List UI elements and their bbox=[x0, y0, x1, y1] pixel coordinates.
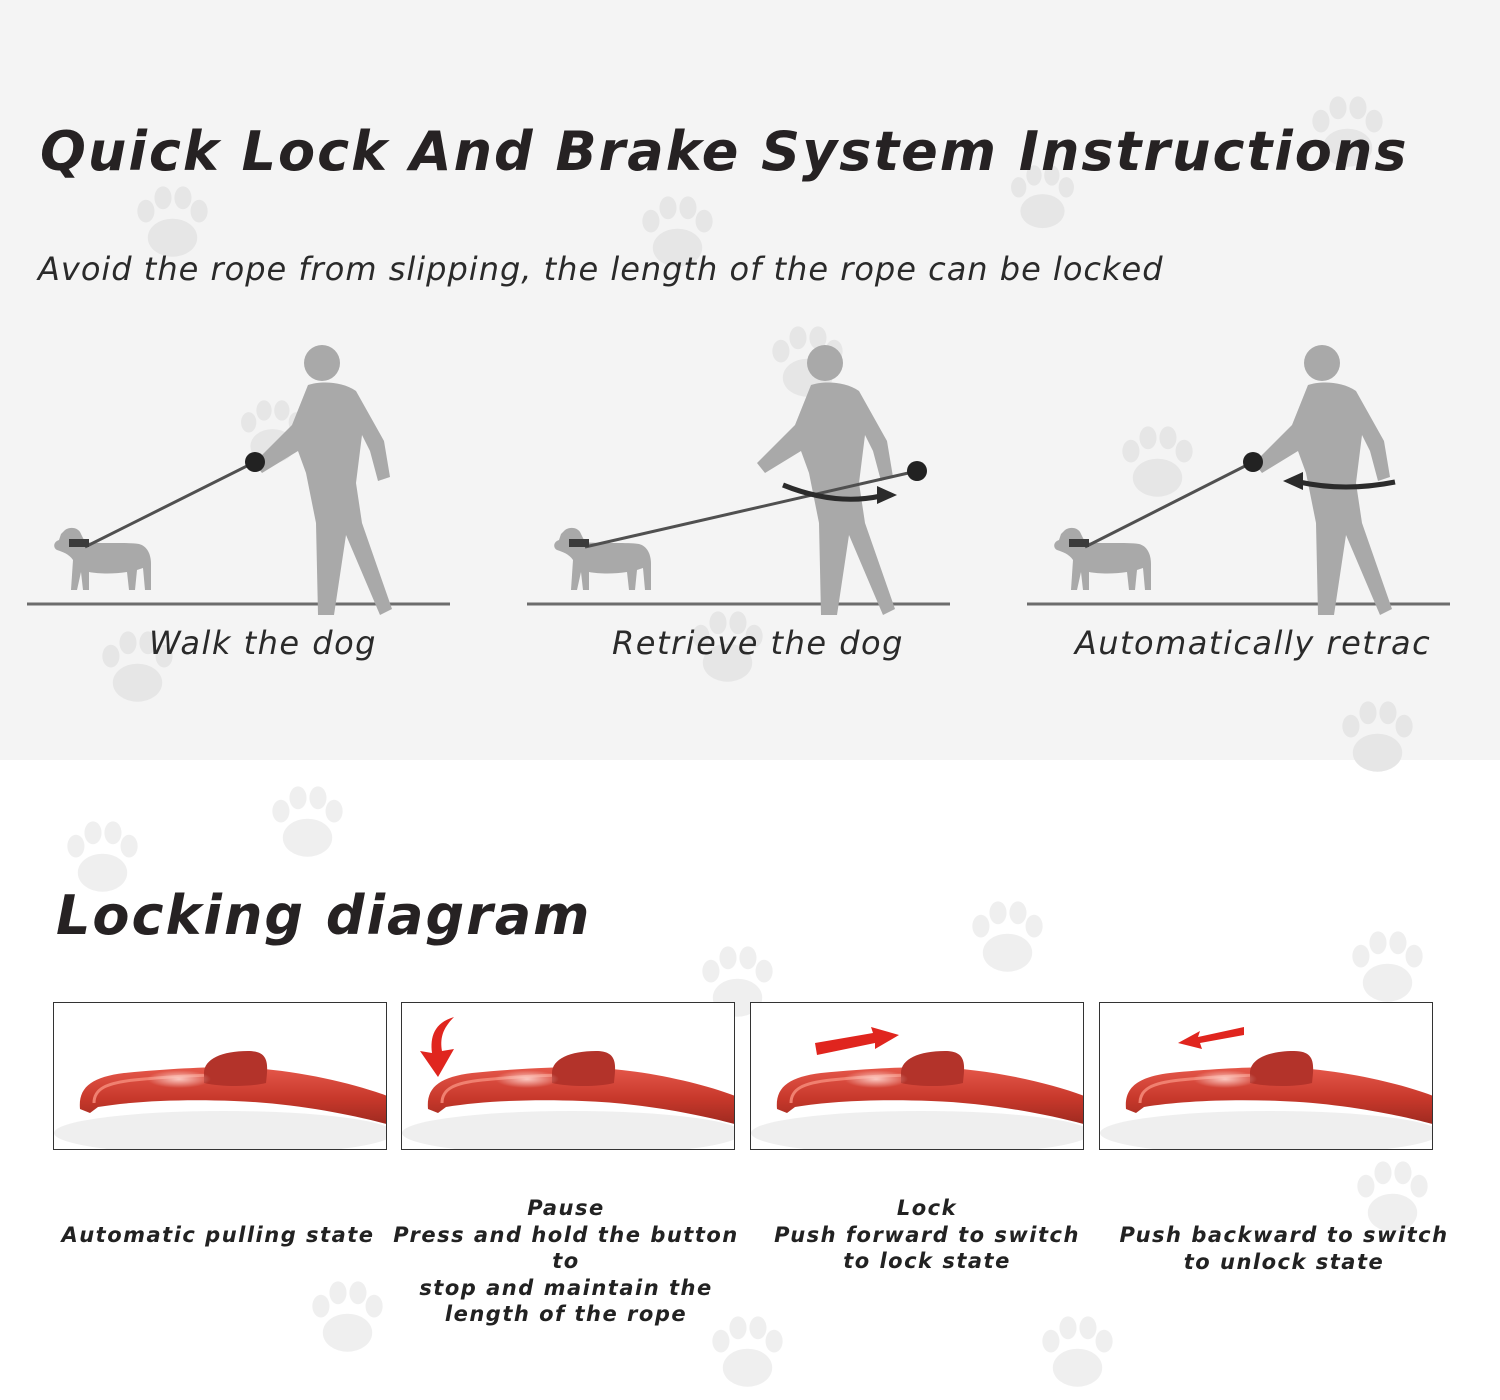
lock-caption-title: Pause bbox=[527, 1196, 605, 1220]
lock-caption-line: Press and hold the button to bbox=[393, 1222, 739, 1274]
lock-caption-line: to lock state bbox=[843, 1249, 1011, 1273]
paw-watermark-icon bbox=[1342, 701, 1413, 772]
paw-watermark-icon bbox=[272, 786, 343, 857]
push-backward-arrow-icon bbox=[1178, 1027, 1244, 1049]
walk-dog-illustration bbox=[27, 345, 450, 615]
lock-caption-unlock: Push backward to switch to unlock state bbox=[1104, 1222, 1464, 1275]
leash-handle-button-icon bbox=[54, 1049, 386, 1149]
lock-caption-line: Push backward to switch bbox=[1119, 1223, 1449, 1247]
lock-caption-pause: Pause Press and hold the button to stop … bbox=[386, 1195, 746, 1328]
lock-caption-lock: Lock Push forward to switch to lock stat… bbox=[747, 1195, 1107, 1275]
leash-handle-button-icon bbox=[1100, 1049, 1432, 1149]
scene-caption-walk: Walk the dog bbox=[149, 624, 377, 662]
lock-panel-unlock bbox=[1099, 1002, 1433, 1150]
page-subtitle: Avoid the rope from slipping, the length… bbox=[38, 250, 1164, 288]
lock-caption-auto: Automatic pulling state bbox=[38, 1222, 398, 1249]
paw-watermark-icon bbox=[312, 1281, 383, 1352]
lock-caption-line: length of the rope bbox=[444, 1302, 688, 1326]
lock-caption-line: Automatic pulling state bbox=[61, 1223, 375, 1247]
lock-caption-line: Push forward to switch bbox=[774, 1222, 1080, 1247]
locking-diagram-title: Locking diagram bbox=[56, 884, 592, 947]
scene-caption-retract: Automatically retrac bbox=[1074, 624, 1432, 662]
lock-caption-line: to unlock state bbox=[1183, 1249, 1385, 1274]
retract-leash-illustration bbox=[1027, 345, 1450, 615]
page-title: Quick Lock And Brake System Instructions bbox=[40, 120, 1409, 183]
retrieve-dog-illustration bbox=[527, 345, 950, 615]
lock-caption-title: Lock bbox=[896, 1196, 958, 1220]
lock-panel-pause bbox=[401, 1002, 735, 1150]
lock-caption-line: stop and maintain the bbox=[419, 1275, 713, 1300]
press-down-arrow-icon bbox=[420, 1017, 454, 1077]
lock-panel-auto bbox=[53, 1002, 387, 1150]
paw-watermark-icon bbox=[1352, 931, 1423, 1002]
leash-handle-button-icon bbox=[751, 1049, 1083, 1149]
scene-caption-retrieve: Retrieve the dog bbox=[612, 624, 904, 662]
paw-watermark-icon bbox=[972, 901, 1043, 972]
paw-watermark-icon bbox=[1042, 1316, 1113, 1387]
lock-panel-lock bbox=[750, 1002, 1084, 1150]
push-forward-arrow-icon bbox=[815, 1027, 899, 1055]
